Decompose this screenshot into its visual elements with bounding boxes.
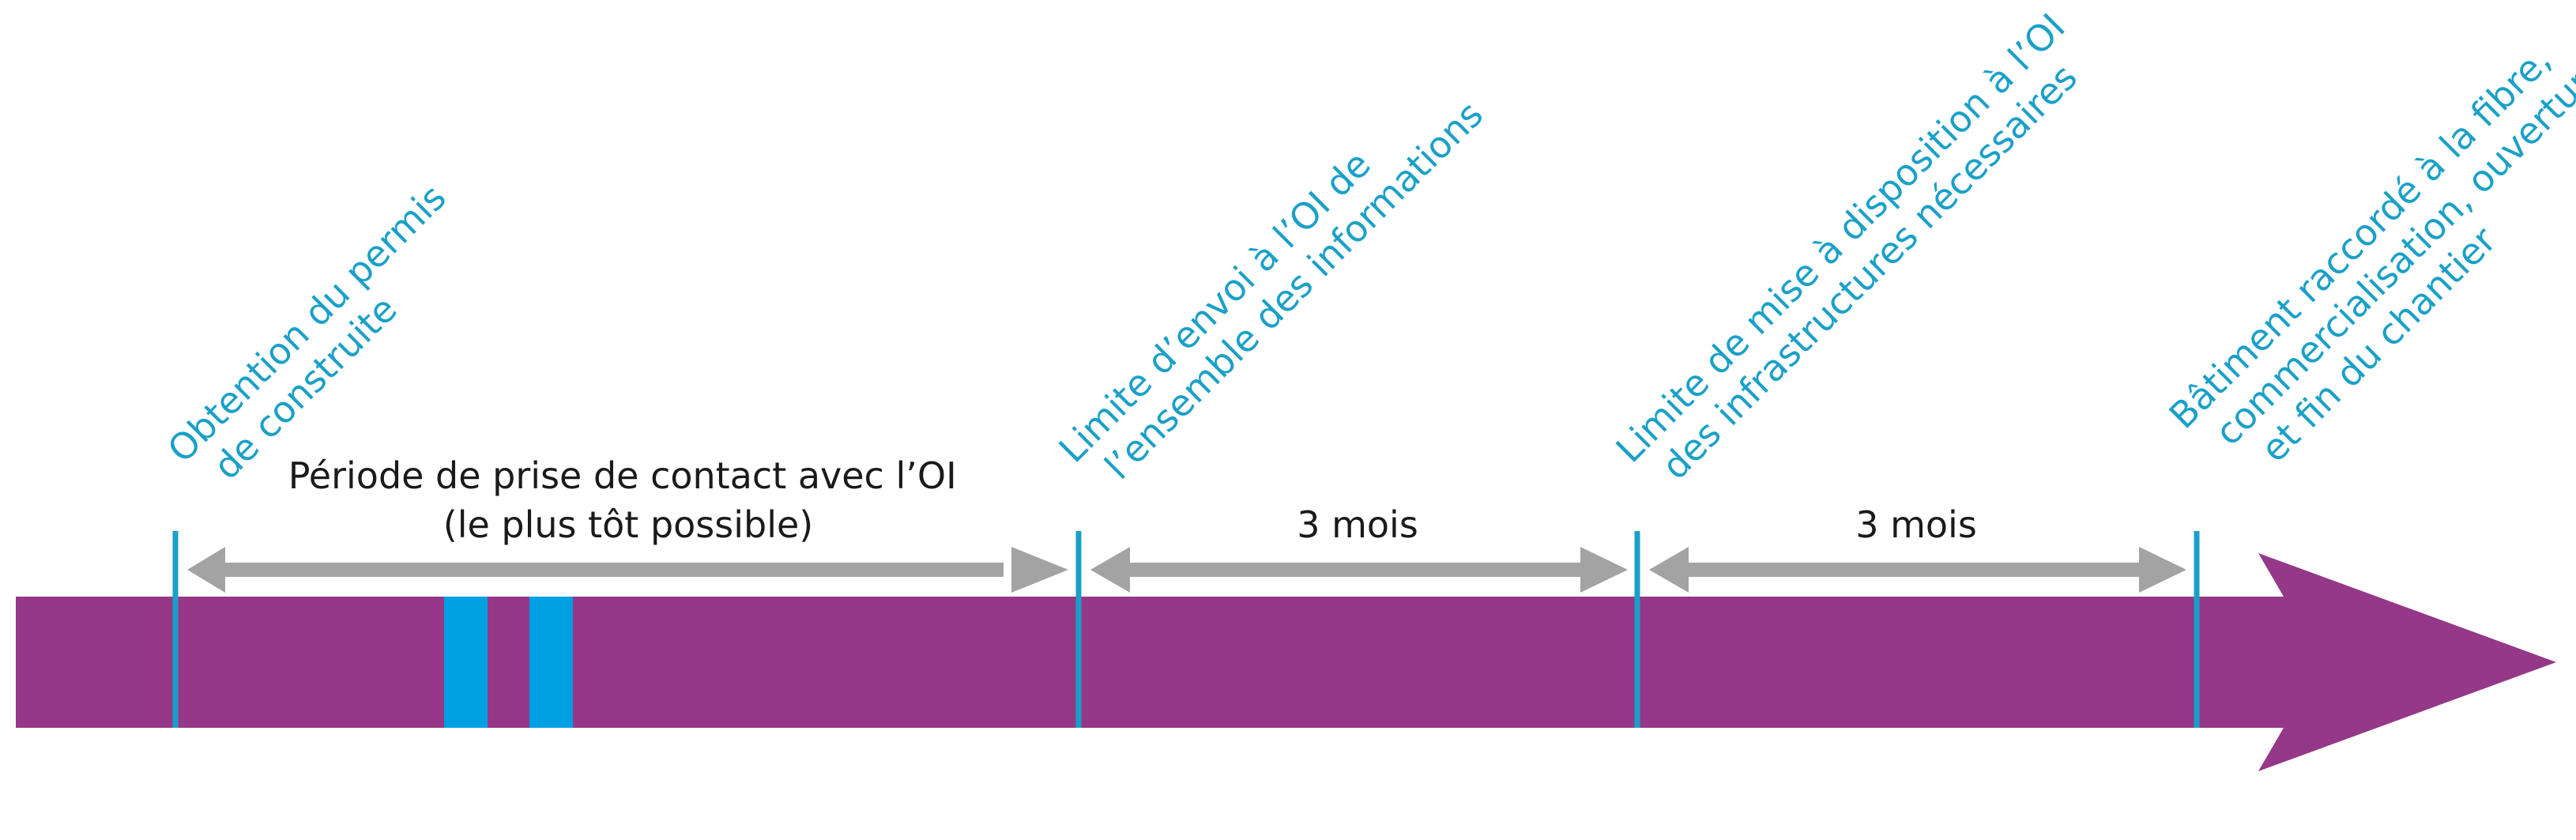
period-label-line: Période de prise de contact avec l’OI (288, 454, 957, 497)
period-label-line: 3 mois (1297, 503, 1418, 546)
span-arrow (1649, 547, 2186, 593)
timeline-arrow (16, 553, 2556, 771)
milestone-label-line: l’ensemble des informations (1097, 92, 1491, 487)
period-label-3-mois-1: 3 mois (1297, 503, 1418, 546)
milestone-label-line: Limite d’envoi à l’OI de (1051, 143, 1379, 471)
period-label-3-mois-2: 3 mois (1855, 503, 1977, 546)
timeline-marker (529, 597, 573, 728)
milestone-label-mise-a-disposition: Limite de mise à disposition à l’OI des … (1608, 0, 2113, 502)
milestone-label-line: des infrastructures nécessaires (1654, 56, 2085, 488)
milestone-label-line: Obtention du permis (160, 176, 454, 471)
milestone-label-envoi: Limite d’envoi à l’OI de l’ensemble des … (1051, 62, 1491, 502)
period-label-contact: Période de prise de contact avec l’OI (l… (288, 454, 969, 546)
period-label-line: 3 mois (1855, 503, 1977, 546)
milestone-label-permis: Obtention du permis de construite (160, 168, 494, 502)
milestone-label-line: Limite de mise à disposition à l’OI (1608, 6, 2073, 471)
span-arrow (187, 547, 1068, 593)
timeline-marker (444, 597, 488, 728)
span-arrow (1090, 547, 1628, 593)
milestone-label-raccordement: Bâtiment raccordé à la fibre, commercial… (2161, 6, 2576, 499)
period-label-line: (le plus tôt possible) (443, 503, 814, 546)
